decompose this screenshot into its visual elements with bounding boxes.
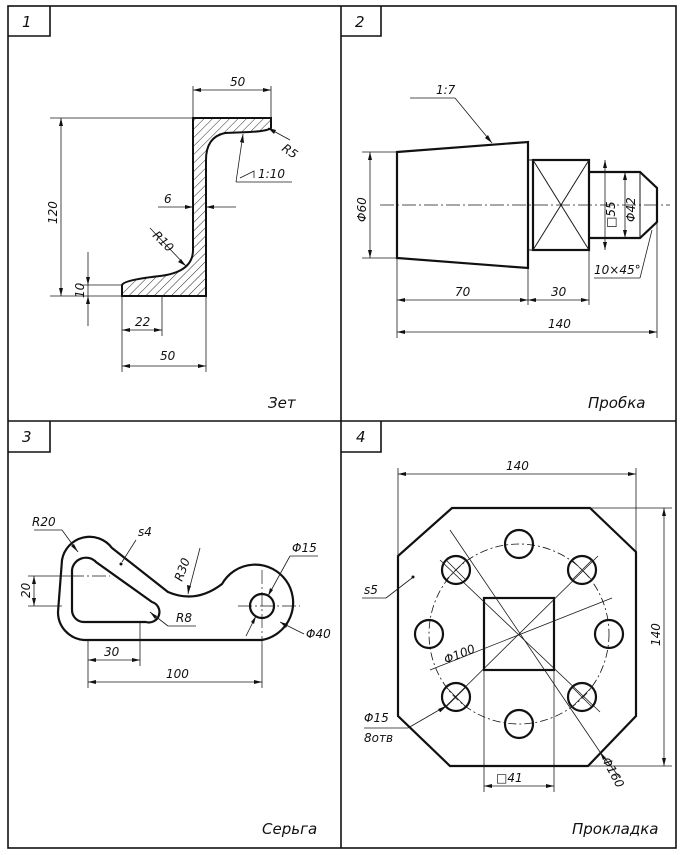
dim-r20: R20 — [32, 515, 56, 529]
link-slot — [70, 556, 161, 624]
cylinder-end — [589, 170, 659, 240]
link-outline — [56, 535, 295, 642]
dim-web: 6 — [164, 192, 172, 206]
dim-height: 140 — [649, 623, 663, 646]
dim-d40: Φ40 — [306, 627, 331, 641]
dim-d15: Φ15 — [292, 541, 317, 555]
panel-1-z-profile: 50 R5 1:10 6 120 R10 10 — [46, 75, 300, 372]
dim-top-width: 50 — [230, 75, 246, 89]
dim-len-a: 70 — [455, 285, 471, 299]
panel-4-title: Прокладка — [572, 820, 658, 838]
panel-2-plug: 1:7 Φ60 □55 Φ42 10×45° 70 30 — [355, 83, 670, 338]
dim-len-b: 30 — [551, 285, 567, 299]
dim-flange-part: 22 — [135, 315, 150, 329]
dim-len-a: 30 — [104, 645, 120, 659]
dim-radius-top: R5 — [279, 141, 300, 162]
dim-r30: R30 — [172, 556, 193, 583]
dim-bottom-width: 50 — [160, 349, 176, 363]
dim-height: 120 — [46, 201, 60, 224]
panel-3-number-box: 3 — [8, 421, 51, 453]
dim-thickness: s5 — [364, 583, 378, 597]
z-section — [121, 117, 272, 297]
panel-1-number-box: 1 — [8, 6, 51, 37]
panel-2-number-box: 2 — [341, 6, 382, 37]
dim-holes-count: 8отв — [364, 731, 393, 745]
panel-1-number: 1 — [22, 13, 32, 31]
panel-4-number: 4 — [356, 428, 366, 446]
dim-taper: 1:7 — [436, 83, 456, 97]
dim-diameter-small: Φ42 — [624, 197, 638, 222]
outer-frame — [7, 5, 677, 849]
gasket-bolt-holes — [413, 528, 625, 740]
panel-3-title: Серьга — [262, 820, 317, 838]
dim-total: 140 — [548, 317, 571, 331]
dim-d100: Φ100 — [442, 642, 478, 667]
dim-d160: Φ160 — [599, 755, 627, 790]
dim-square: □41 — [496, 771, 523, 785]
dim-flange: 10 — [73, 282, 87, 298]
gasket-outline — [396, 506, 638, 768]
panel-4-gasket: 140 140 s5 Φ100 Φ15 8отв Φ160 □41 — [362, 459, 672, 792]
dim-width: 140 — [506, 459, 529, 473]
panel-1-title: Зет — [268, 394, 297, 412]
dim-len-b: 100 — [166, 667, 189, 681]
panel-2-number: 2 — [355, 13, 365, 31]
dim-thickness: s4 — [138, 525, 152, 539]
panel-3-link: R20 s4 R30 Φ15 20 R8 Φ40 — [19, 515, 331, 688]
dim-chamfer: 10×45° — [594, 263, 641, 277]
panel-3-number: 3 — [22, 428, 32, 446]
dim-square: □55 — [604, 201, 618, 228]
dim-r8: R8 — [176, 611, 192, 625]
dim-height: 20 — [19, 582, 33, 598]
gasket-square-hole — [482, 596, 556, 672]
panel-4-number-box: 4 — [341, 421, 382, 453]
dim-taper: 1:10 — [258, 167, 285, 181]
dim-holes: Φ15 — [364, 711, 389, 725]
panel-2-title: Пробка — [588, 394, 645, 412]
square-section — [531, 158, 591, 252]
dim-diameter-main: Φ60 — [355, 197, 369, 222]
